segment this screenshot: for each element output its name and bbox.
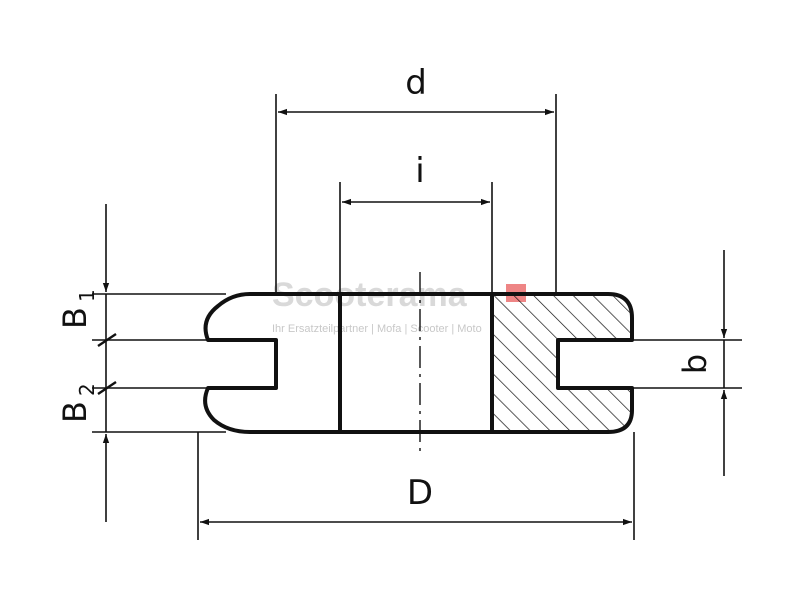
label-b-letter: b [676, 354, 714, 374]
hatched-section [492, 294, 632, 432]
label-b: b [676, 354, 714, 374]
label-D: D [407, 473, 433, 513]
label-B2-subscript: 2 [75, 383, 99, 396]
label-B2-letter: B [56, 401, 94, 423]
label-i: i [415, 151, 424, 191]
label-d: d [405, 63, 427, 103]
label-B1-letter: B [56, 307, 94, 329]
label-B1-subscript: 1 [75, 289, 99, 302]
watermark: Scooterama Ihr Ersatzteilpartner | Mofa … [272, 276, 526, 335]
watermark-tagline: Ihr Ersatzteilpartner | Mofa | Scooter |… [272, 323, 482, 335]
label-B1: B 1 [56, 289, 99, 329]
dim-B-tick-1 [97, 333, 117, 347]
extension-lines [92, 94, 742, 540]
dim-B-tick-2 [97, 381, 117, 395]
dimension-lines [97, 108, 728, 526]
label-B2: B 2 [56, 383, 99, 423]
left-flange-outline [203, 292, 634, 434]
grommet-profile [203, 292, 634, 434]
